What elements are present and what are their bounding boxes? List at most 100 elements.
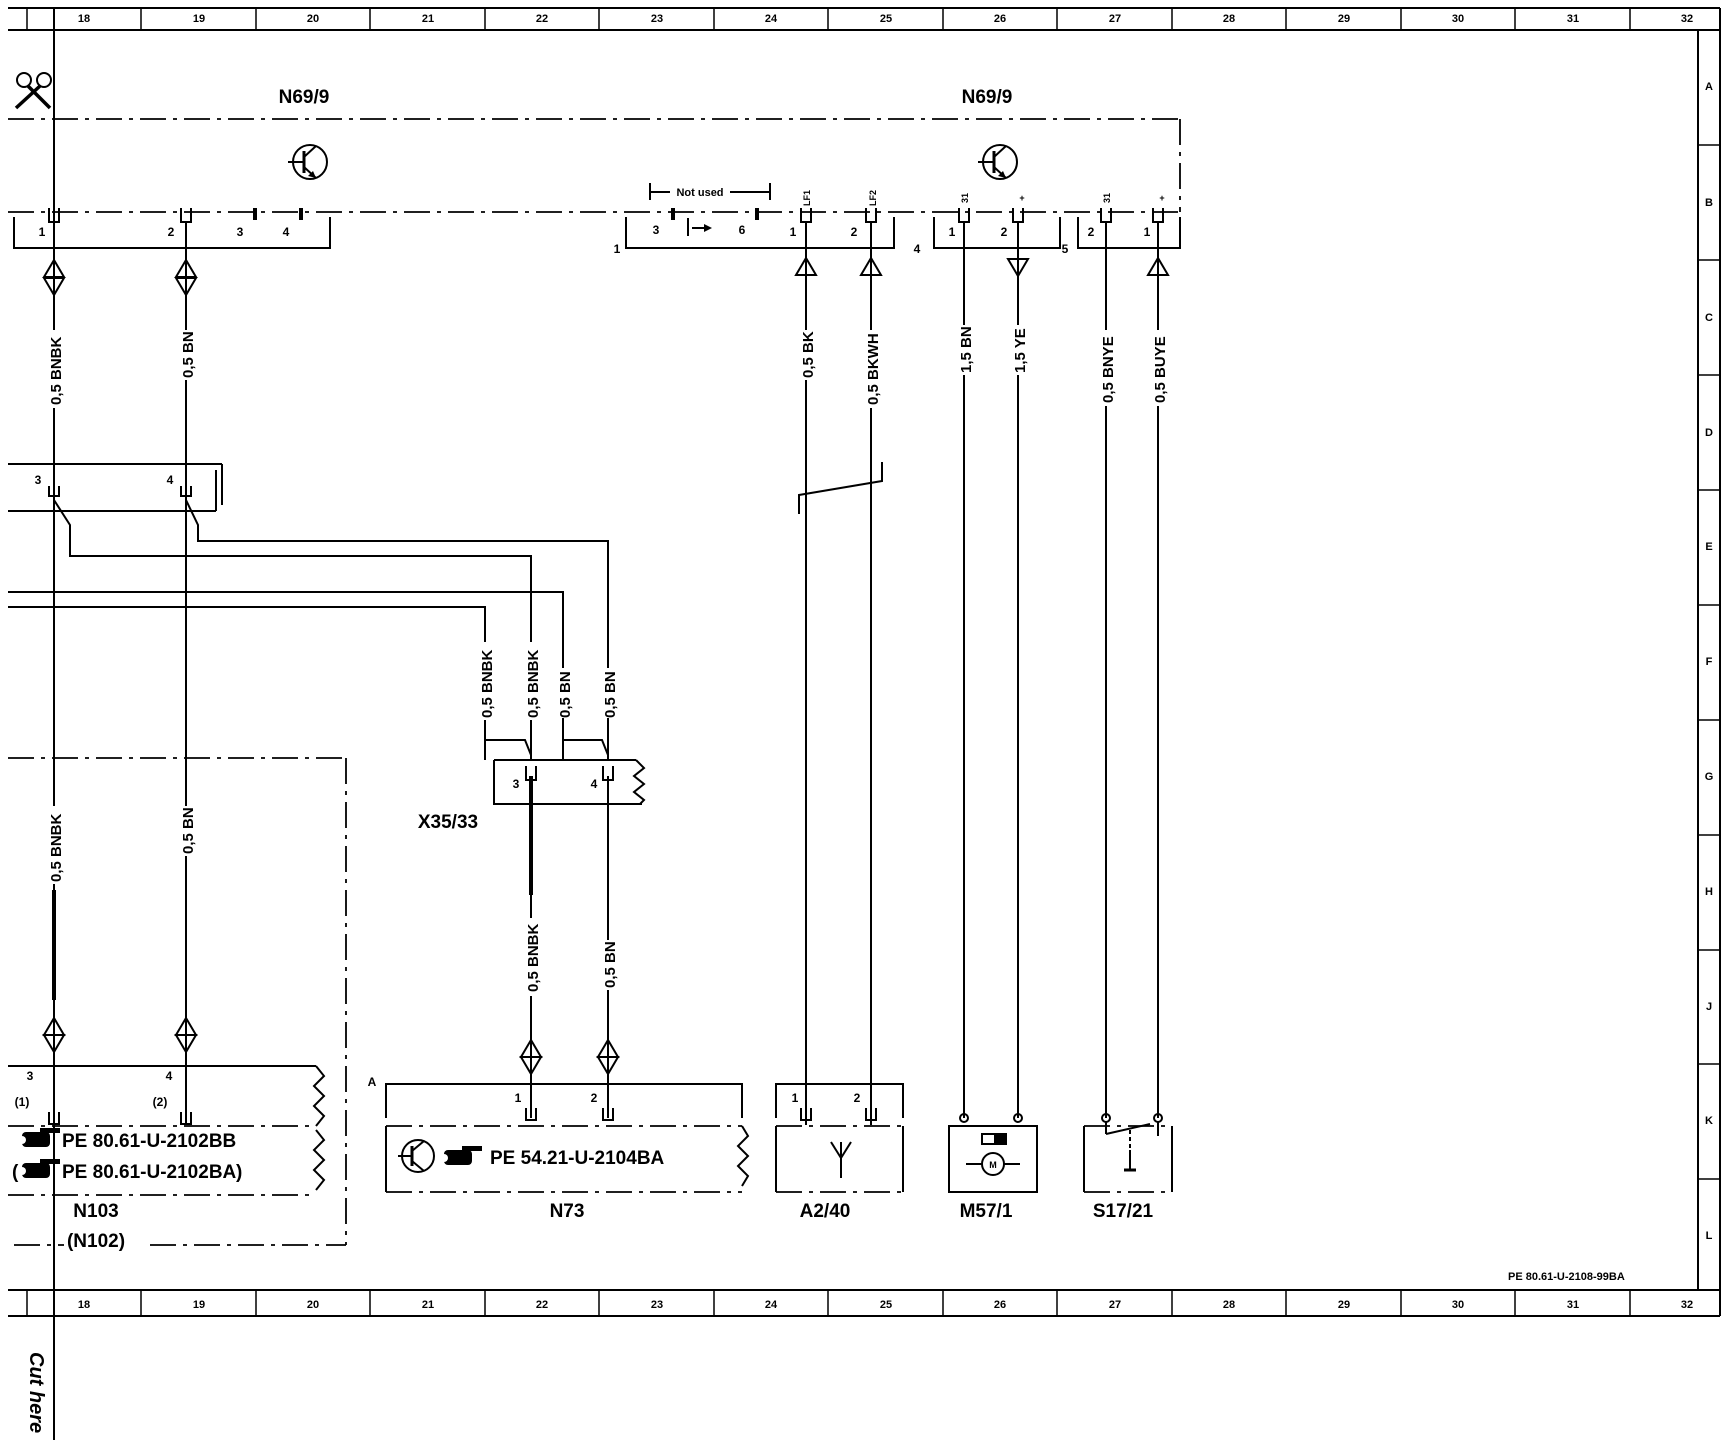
sheet-id: PE 80.61-U-2108-99BA (1508, 1271, 1625, 1283)
col-label: 27 (1109, 13, 1121, 25)
connector-x35-33 (493, 759, 646, 805)
col-label: 27 (1109, 1299, 1121, 1311)
col-label: 23 (651, 13, 663, 25)
row-label: A (1705, 81, 1713, 93)
wire-label: 0,5 BN (180, 331, 197, 378)
column-labels-bottom: 18 19 20 21 22 23 24 25 26 27 28 29 30 3… (78, 1299, 1693, 1311)
col-label: 25 (880, 13, 892, 25)
row-labels: A B C D E F G H J K L (1705, 81, 1714, 1242)
pin-number: 3 (35, 473, 42, 487)
motor-letter: M (989, 1160, 997, 1170)
pin-number: 4 (166, 1069, 173, 1083)
col-label: 30 (1452, 1299, 1464, 1311)
pointing-hand-icon (440, 1146, 482, 1165)
row-label: G (1705, 771, 1714, 783)
s17-21-module (1083, 1113, 1173, 1193)
reference-n73: PE 54.21-U-2104BA (490, 1148, 665, 1169)
pin-number: 1 (39, 225, 46, 239)
col-label: 19 (193, 13, 205, 25)
pin-tag: 31 (1102, 193, 1112, 203)
connector-label: A (368, 1075, 377, 1089)
component-label-m57-1: M57/1 (960, 1201, 1013, 1222)
component-label-n73: N73 (550, 1201, 585, 1222)
row-label: C (1705, 312, 1713, 324)
col-label: 32 (1681, 13, 1693, 25)
pin-number: 2 (851, 225, 858, 239)
frame (8, 7, 1721, 1317)
connector-label: 4 (914, 242, 921, 256)
pin-tag: + (1019, 193, 1024, 203)
connector-label: 1 (614, 242, 621, 256)
col-label: 22 (536, 1299, 548, 1311)
pin-number: 4 (283, 225, 290, 239)
col-label: 25 (880, 1299, 892, 1311)
pin-number: 1 (949, 225, 956, 239)
cut-here-label: Cut here (25, 1352, 47, 1433)
not-used-bracket (649, 183, 771, 236)
column-labels-top: 18 19 20 21 22 23 24 25 26 27 28 29 30 3… (78, 13, 1693, 25)
col-label: 20 (307, 13, 319, 25)
row-label: H (1705, 886, 1713, 898)
pin-tag: 31 (960, 193, 970, 203)
wire-labels: 0,5 BNBK 0,5 BN 0,5 BK 0,5 BKWH 1,5 BN 1… (46, 325, 1169, 996)
wire-label: 0,5 BK (800, 331, 817, 378)
wire-label: 0,5 BN (180, 807, 197, 854)
pin-number: 4 (591, 777, 598, 791)
n103-boundary (8, 757, 347, 1246)
reference-paren-close: ) (236, 1162, 242, 1183)
transistor-icon (978, 144, 1018, 180)
transistor-icon (288, 144, 328, 180)
col-label: 31 (1567, 1299, 1579, 1311)
wire-label: 1,5 BN (958, 326, 975, 373)
wire-label: 0,5 BNYE (1100, 336, 1117, 403)
switch-icon (1105, 1122, 1159, 1172)
wire-label: 0,5 BUYE (1152, 336, 1169, 403)
pin-number: 1 (792, 1091, 799, 1105)
col-label: 28 (1223, 1299, 1235, 1311)
col-label: 32 (1681, 1299, 1693, 1311)
col-label: 20 (307, 1299, 319, 1311)
component-label-a2-40: A2/40 (800, 1201, 851, 1222)
pin-number: 3 (237, 225, 244, 239)
pin-number: 1 (790, 225, 797, 239)
connector-label: 5 (1062, 242, 1069, 256)
row-label: F (1706, 656, 1713, 668)
pin-number: 3 (653, 223, 660, 237)
a2-40-module (775, 1083, 904, 1193)
pin-number: 2 (168, 225, 175, 239)
pin-terminals (48, 208, 1164, 223)
col-label: 21 (422, 13, 434, 25)
row-ticks (1698, 144, 1720, 1180)
antenna-icon (830, 1141, 852, 1178)
row-label: D (1705, 427, 1713, 439)
row-label: J (1706, 1001, 1712, 1013)
row-label: L (1706, 1230, 1713, 1242)
pin-tag: LF2 (868, 190, 878, 206)
scissors-icon (14, 72, 52, 110)
col-label: 24 (765, 1299, 778, 1311)
intermediate-connector (8, 463, 223, 512)
component-label-n102: (N102) (67, 1231, 125, 1252)
wire-label: 0,5 BNBK (48, 813, 65, 882)
pointing-hand-icon (18, 1159, 60, 1178)
pin-number: 2 (1001, 225, 1008, 239)
pin-number: 1 (515, 1091, 522, 1105)
col-label: 26 (994, 1299, 1006, 1311)
row-label: B (1705, 197, 1713, 209)
col-label: 21 (422, 1299, 434, 1311)
motor-icon (966, 1133, 1020, 1176)
not-used-label: Not used (676, 187, 723, 199)
reference-n103: PE 80.61-U-2102BB (62, 1131, 236, 1152)
connector-housing (13, 217, 331, 249)
col-label: 28 (1223, 13, 1235, 25)
pin-number: 3 (513, 777, 520, 791)
pin-number: 2 (1088, 225, 1095, 239)
pin-number: 3 (27, 1069, 34, 1083)
reference-paren-open: ( (12, 1162, 19, 1183)
wire-label: 0,5 BNBK (48, 336, 65, 405)
pin-number: (2) (153, 1095, 168, 1109)
wire-label: 0,5 BNBK (525, 923, 542, 992)
pin-number: 4 (167, 473, 174, 487)
wire-label: 0,5 BNBK (525, 649, 542, 718)
